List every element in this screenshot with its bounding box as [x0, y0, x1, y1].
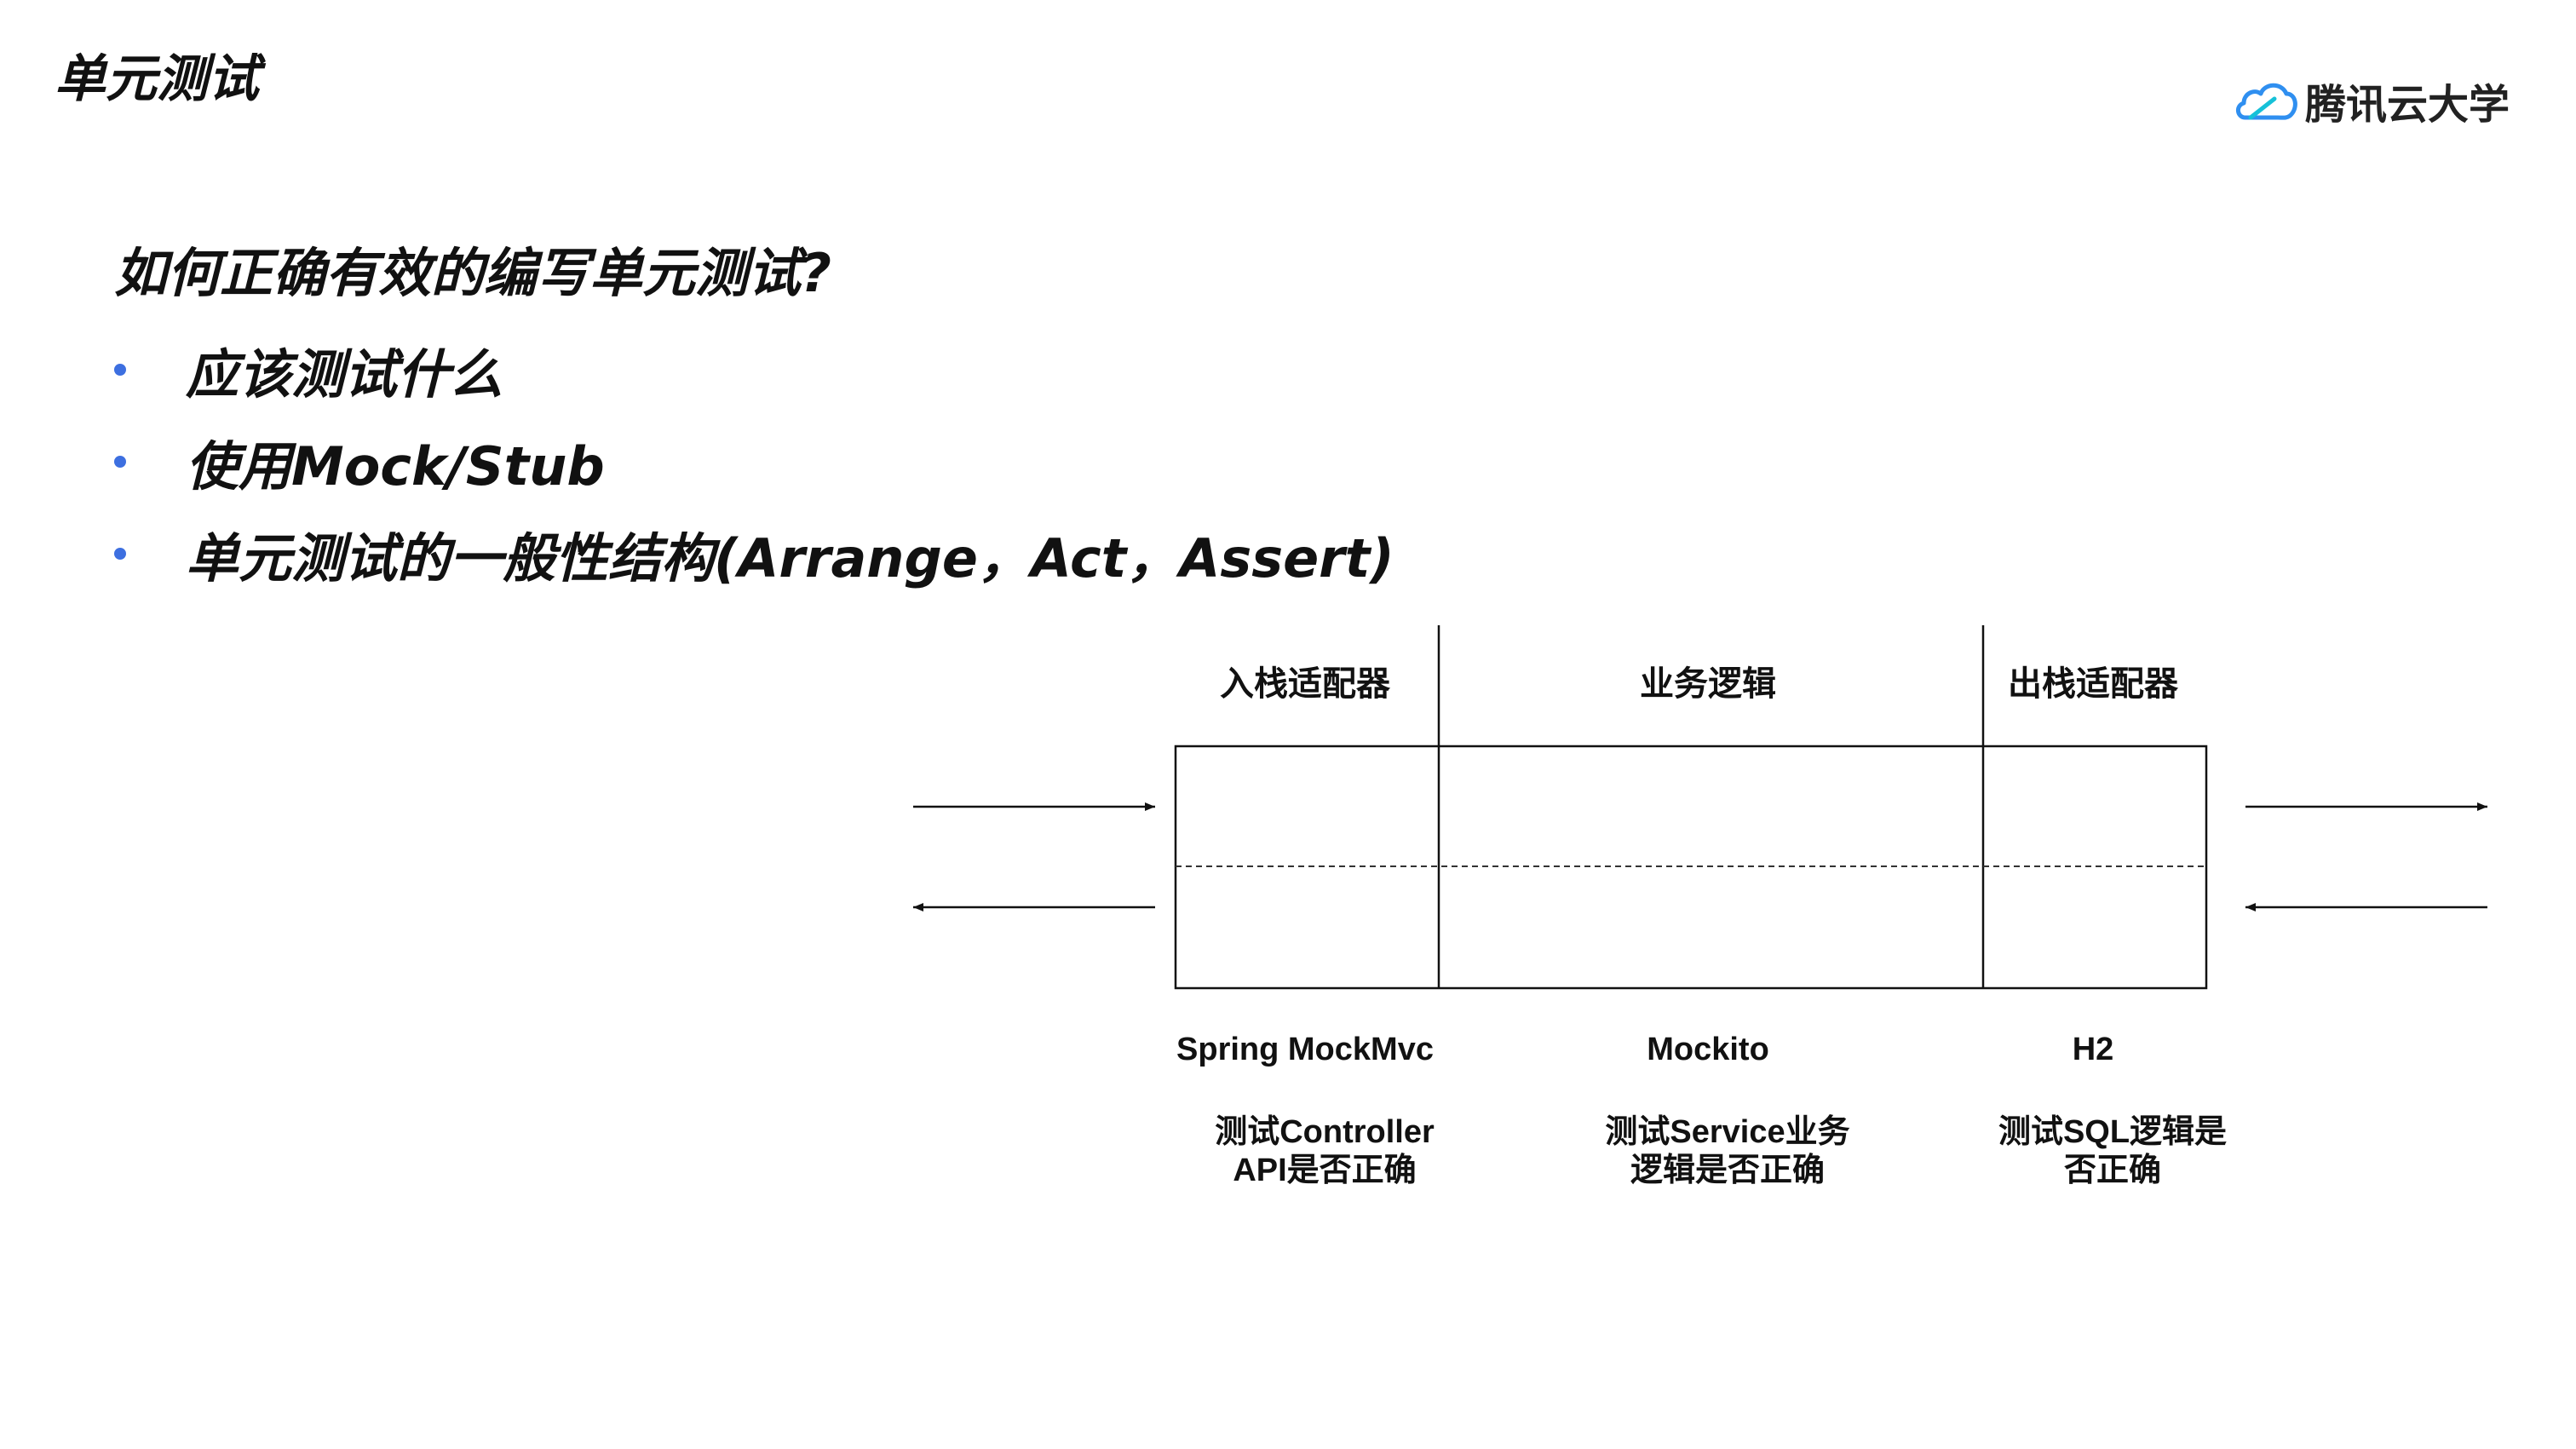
bullet-item: 单元测试的一般性结构(Arrange，Act，Assert) [114, 508, 1394, 600]
column-tool: H2 [2073, 1032, 2114, 1067]
bullet-dot-icon [114, 456, 126, 468]
column-description: 测试Service业务 [1605, 1114, 1849, 1150]
brand-logo: 腾讯云大学 [2234, 73, 2510, 129]
logo-text: 腾讯云大学 [2305, 81, 2510, 129]
column-header: 业务逻辑 [1640, 665, 1776, 703]
bullet-dot-icon [114, 548, 126, 560]
bullet-list: 应该测试什么 使用Mock/Stub 单元测试的一般性结构(Arrange，Ac… [114, 324, 1394, 600]
column-tool: Mockito [1647, 1032, 1769, 1067]
bullet-item: 应该测试什么 [114, 324, 1394, 416]
column-description: API是否正确 [1233, 1153, 1416, 1188]
column-description: 测试SQL逻辑是 [1998, 1114, 2227, 1150]
column-description: 逻辑是否正确 [1630, 1153, 1825, 1188]
bullet-dot-icon [114, 364, 126, 376]
column-header: 入栈适配器 [1220, 665, 1391, 703]
cloud-logo-icon [2236, 83, 2297, 120]
slide-title: 单元测试 [55, 49, 259, 109]
bullet-item: 使用Mock/Stub [114, 416, 1394, 508]
column-header: 出栈适配器 [2008, 665, 2179, 703]
column-description: 测试Controller [1215, 1114, 1435, 1150]
bullet-text: 单元测试的一般性结构(Arrange，Act，Assert) [186, 527, 1394, 589]
bullet-text: 使用Mock/Stub [186, 435, 605, 497]
column-tool: Spring MockMvc [1176, 1032, 1434, 1067]
column-description: 否正确 [2064, 1153, 2161, 1188]
question-heading: 如何正确有效的编写单元测试? [114, 242, 831, 304]
bullet-text: 应该测试什么 [186, 343, 503, 405]
